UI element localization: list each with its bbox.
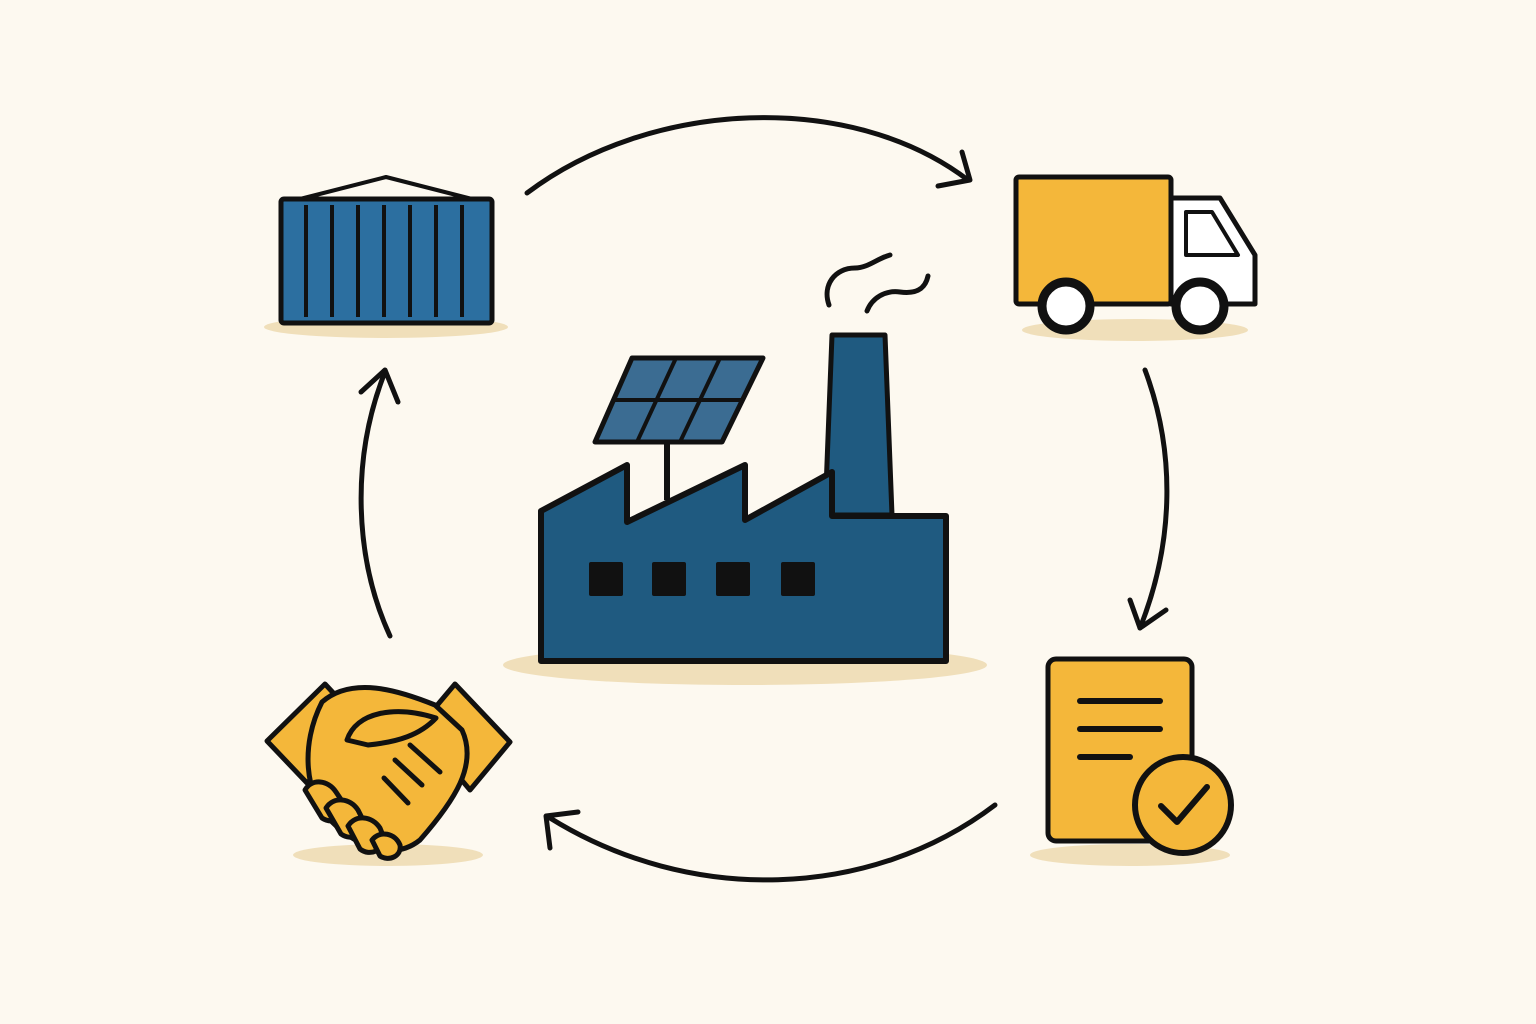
factory-with-solar-panel-icon (503, 252, 987, 685)
arrow-container-to-truck (524, 115, 973, 196)
arrow-document-to-handshake (543, 802, 998, 883)
delivery-truck-icon (1013, 174, 1258, 341)
arrow-handshake-to-container (358, 367, 401, 639)
shipping-container-icon (264, 175, 508, 338)
arrow-truck-to-document (1127, 367, 1170, 631)
handshake-icon (264, 681, 513, 866)
document-check-icon (1030, 656, 1234, 866)
